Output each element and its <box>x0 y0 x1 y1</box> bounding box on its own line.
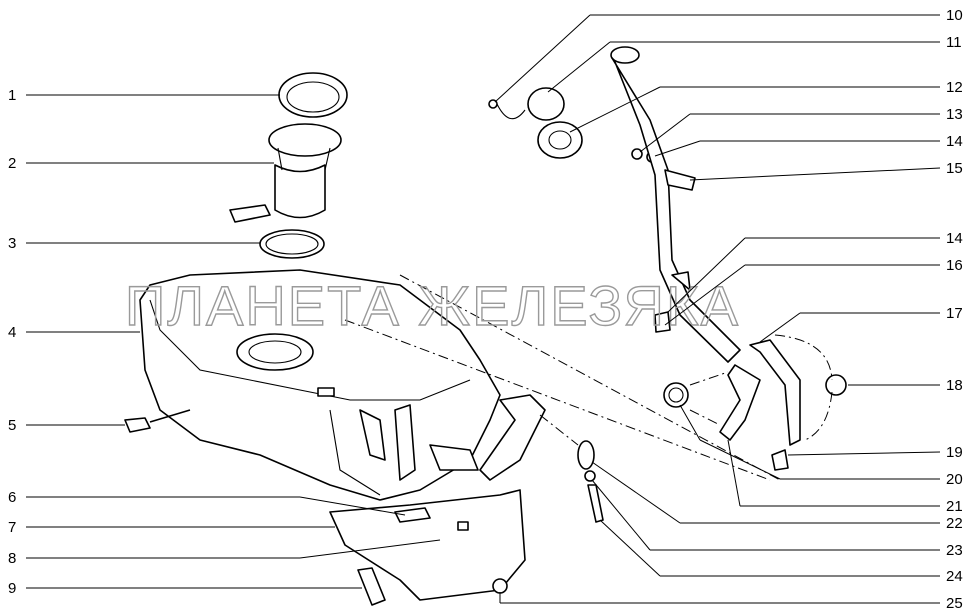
callout-18: 18 <box>946 377 963 394</box>
vent-hose <box>749 339 801 446</box>
callout-22: 22 <box>946 515 963 532</box>
watermark: ПЛАНЕТА ЖЕЛЕЗЯКА <box>125 274 740 337</box>
callout-21: 21 <box>946 498 963 515</box>
connector <box>124 409 191 433</box>
seal-ring <box>259 229 325 259</box>
callout-25: 25 <box>946 595 963 611</box>
callout-23: 23 <box>946 542 963 559</box>
callout-24: 24 <box>946 568 963 585</box>
callout-8: 8 <box>8 550 16 567</box>
callout-14b: 14 <box>946 230 963 247</box>
fuel-tank <box>139 269 546 501</box>
right-callouts: 10 11 12 13 14 15 14 16 17 18 19 20 21 2… <box>946 7 963 611</box>
callout-7: 7 <box>8 519 16 536</box>
callout-14: 14 <box>946 133 963 150</box>
callout-3: 3 <box>8 235 16 252</box>
callout-19: 19 <box>946 444 963 461</box>
callout-17: 17 <box>946 305 963 322</box>
left-callouts: 1 2 3 4 5 6 7 8 9 <box>8 87 16 597</box>
filler-pipe <box>610 46 741 363</box>
callout-9: 9 <box>8 580 16 597</box>
callout-2: 2 <box>8 155 16 172</box>
callout-4: 4 <box>8 324 16 341</box>
callout-5: 5 <box>8 417 16 434</box>
callout-12: 12 <box>946 79 963 96</box>
callout-20: 20 <box>946 471 963 488</box>
callout-10: 10 <box>946 7 963 24</box>
hose <box>719 364 761 441</box>
callout-15: 15 <box>946 160 963 177</box>
callout-1: 1 <box>8 87 16 104</box>
callout-13: 13 <box>946 106 963 123</box>
fuel-pump-module <box>229 123 342 223</box>
callout-11: 11 <box>946 34 962 51</box>
callout-6: 6 <box>8 489 16 506</box>
retaining-ring <box>278 72 348 118</box>
callout-16: 16 <box>946 257 963 274</box>
heat-shield <box>329 489 526 601</box>
